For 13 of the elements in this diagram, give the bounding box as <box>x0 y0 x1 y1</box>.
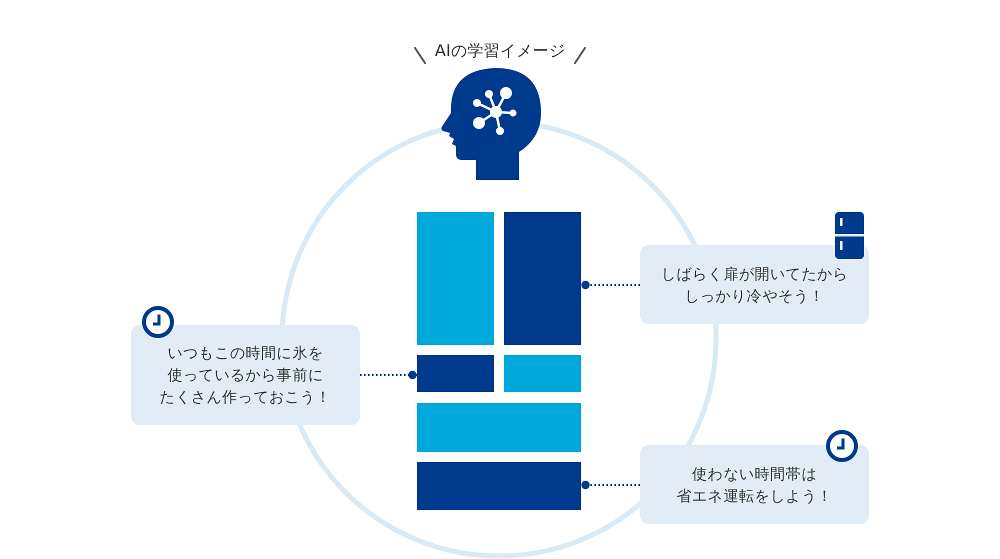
callout-text: しばらく扉が開いてたからしっかり冷やそう！ <box>660 264 848 306</box>
callout-text: 使わない時間帯は省エネ運転をしよう！ <box>676 464 832 506</box>
compartment-block <box>504 212 581 345</box>
compartment-block <box>504 355 581 392</box>
compartment-block <box>417 462 581 510</box>
leader-line <box>360 370 417 380</box>
leader-line <box>581 480 640 490</box>
compartment-block <box>417 212 494 345</box>
title: AIの学習イメージ <box>434 41 566 61</box>
compartment-block <box>417 355 494 392</box>
compartment-block <box>417 403 581 452</box>
callout-text: いつもこの時間に氷を使っているから事前にたくさん作っておこう！ <box>160 343 332 408</box>
leader-line <box>581 280 640 290</box>
